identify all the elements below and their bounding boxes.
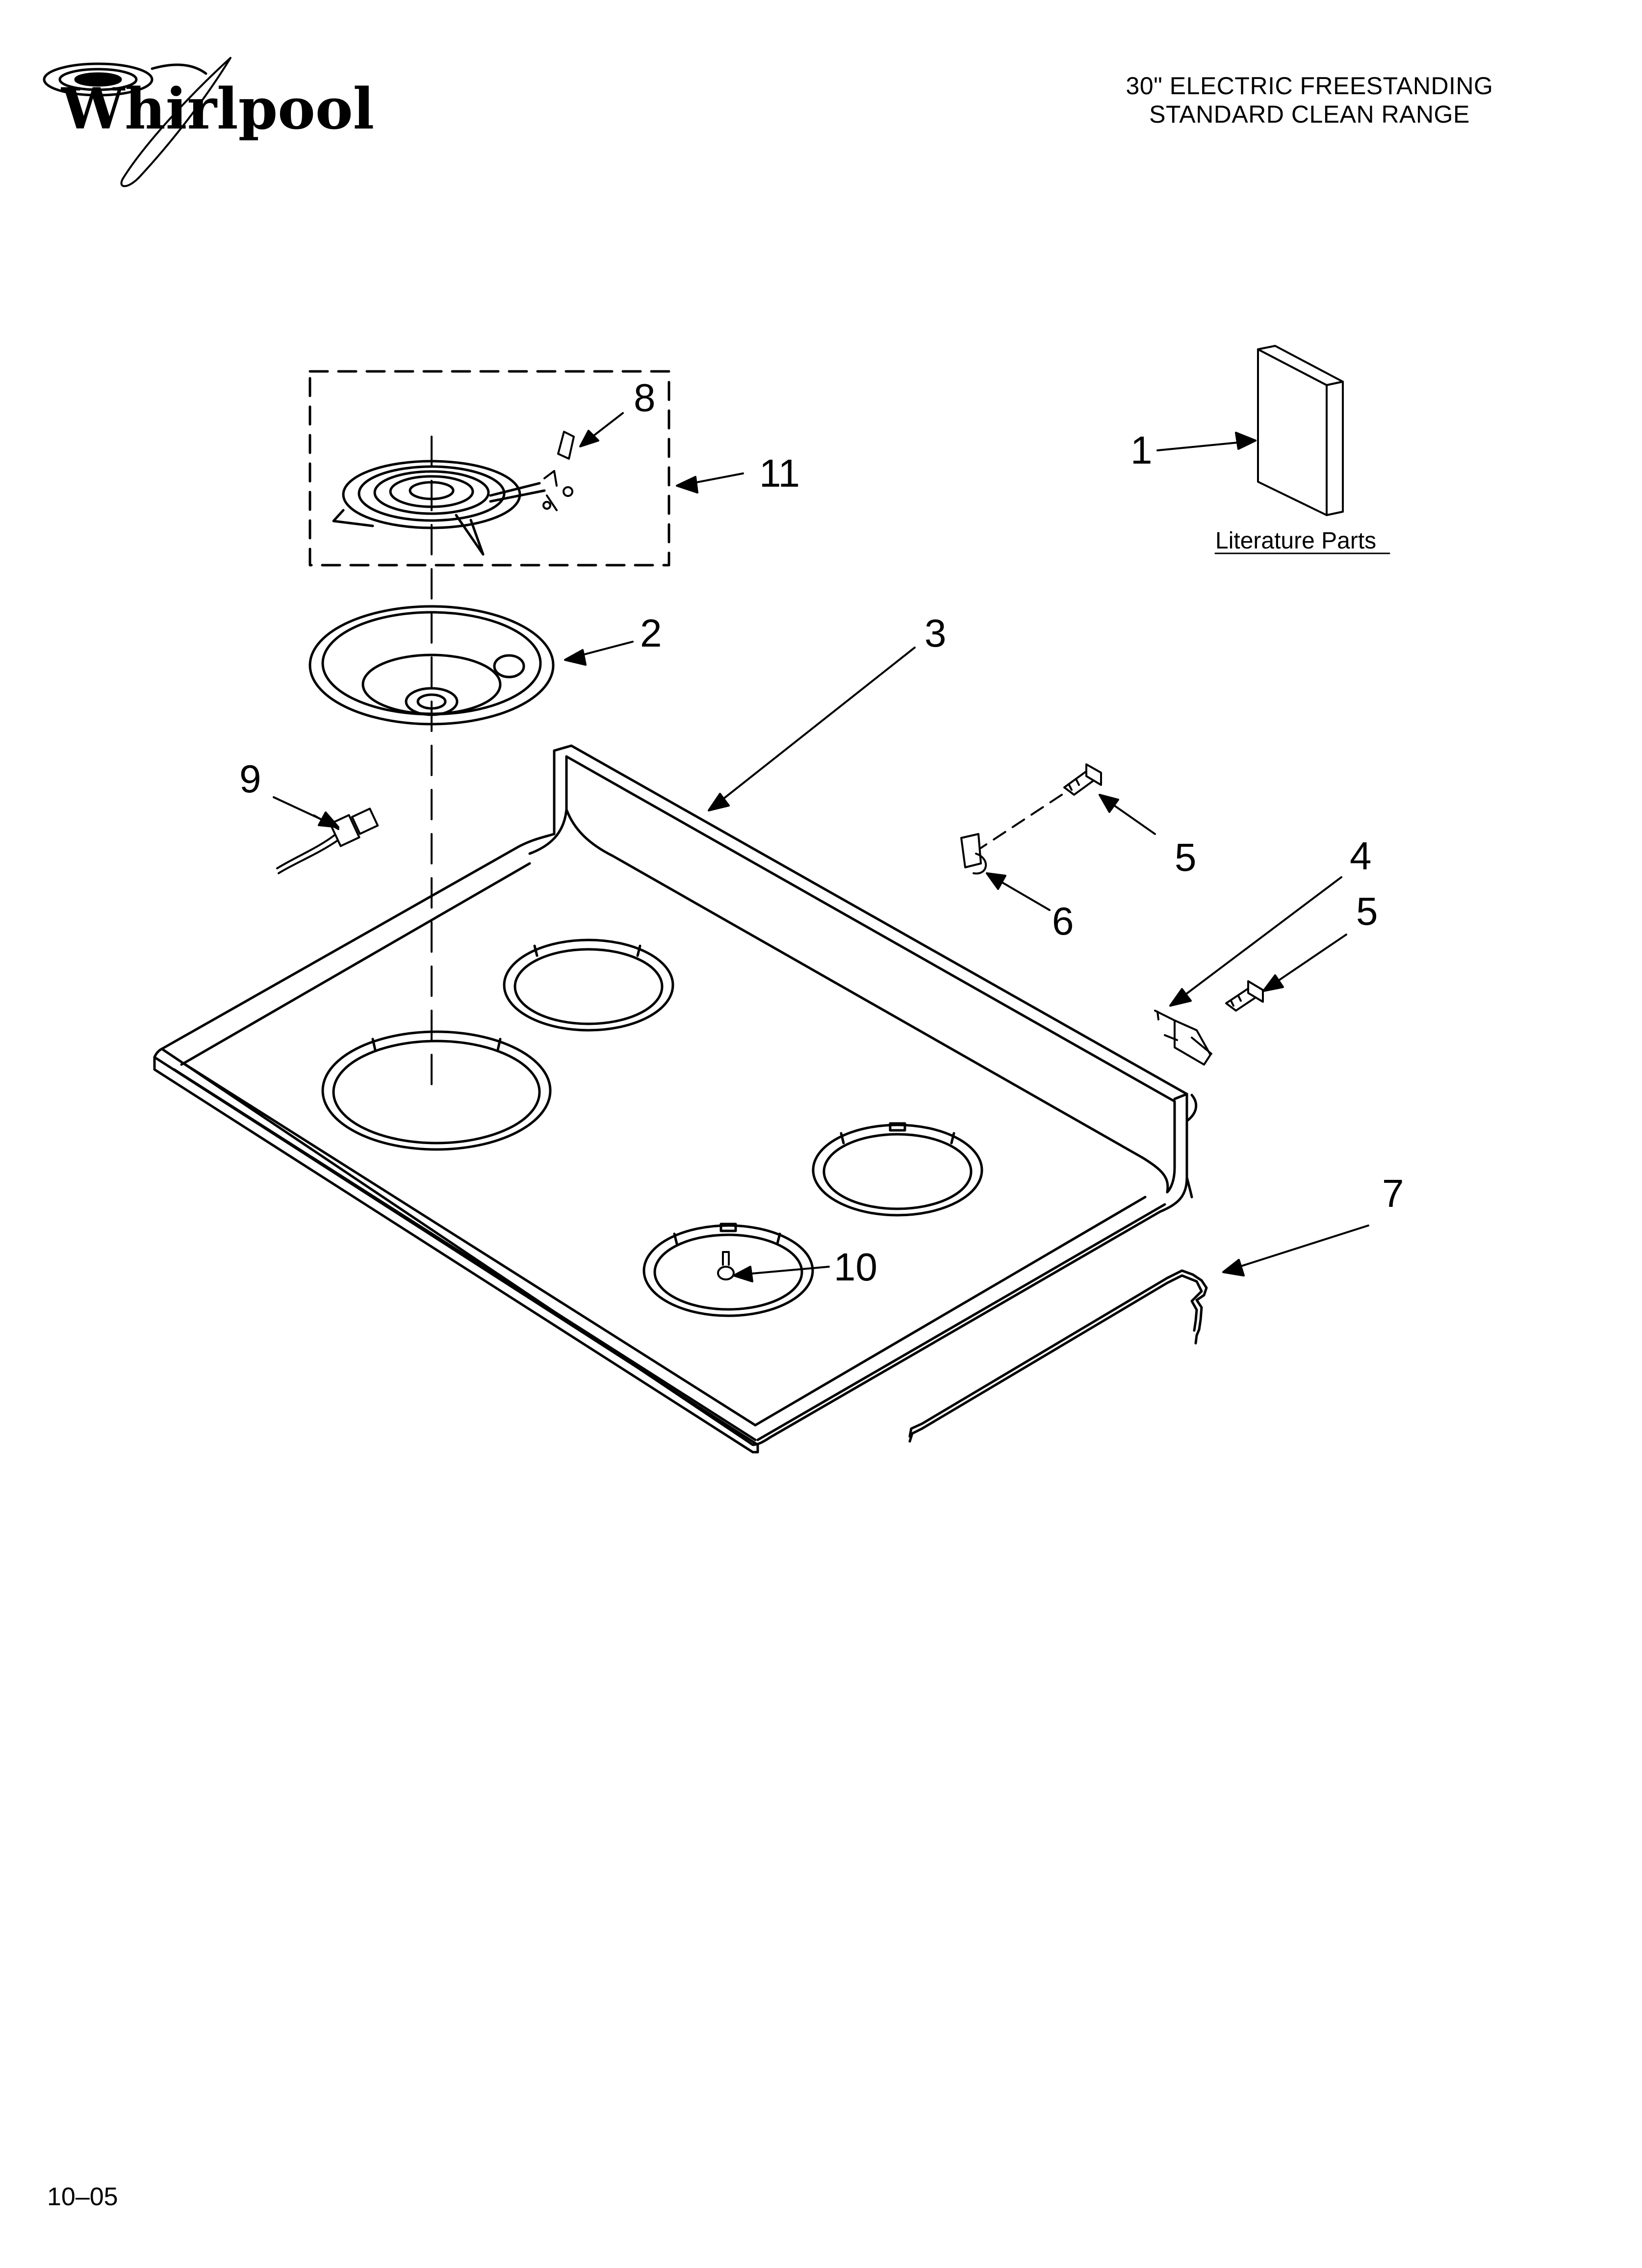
arrowhead-10 xyxy=(733,1266,753,1282)
element-kit-dashed-box xyxy=(308,370,670,567)
leader-3 xyxy=(715,647,916,806)
logo-swirl-icon xyxy=(43,62,207,97)
revision-code: 10–05 xyxy=(47,2183,118,2211)
arrowhead-4 xyxy=(1169,988,1192,1007)
arrowhead-11 xyxy=(676,476,698,494)
arrowhead-7 xyxy=(1222,1259,1245,1277)
leader-5b xyxy=(1269,934,1347,987)
screw-alignment-line xyxy=(975,794,1063,852)
terminal-block-icon xyxy=(542,431,575,511)
brand-wordmark: Whirlpool xyxy=(60,76,374,142)
burner-opening-left-rear xyxy=(503,938,674,1032)
callout-1: 1 xyxy=(1130,428,1153,472)
callout-8: 8 xyxy=(634,376,656,419)
callout-9: 9 xyxy=(239,757,261,801)
arrowhead-9 xyxy=(318,811,339,828)
support-rod xyxy=(908,1269,1208,1443)
literature-parts-book xyxy=(1257,345,1344,516)
arrowhead-5b xyxy=(1262,974,1284,992)
callout-5a: 5 xyxy=(1175,835,1197,879)
maintop-cooktop xyxy=(153,744,1198,1454)
surface-element-coil xyxy=(332,460,546,556)
callout-6: 6 xyxy=(1052,899,1074,943)
title-line-1: 30" ELECTRIC FREESTANDING xyxy=(1126,72,1493,100)
page-title: 30" ELECTRIC FREESTANDING STANDARD CLEAN… xyxy=(1040,72,1579,129)
arrowhead-8 xyxy=(579,430,599,447)
arrowhead-6 xyxy=(986,872,1006,890)
callout-11: 11 xyxy=(759,451,800,495)
literature-parts-label: Literature Parts xyxy=(1215,528,1376,554)
mounting-screw-lower-icon xyxy=(1225,980,1264,1012)
leader-7 xyxy=(1229,1225,1369,1271)
title-line-2: STANDARD CLEAN RANGE xyxy=(1149,101,1470,128)
callout-7: 7 xyxy=(1382,1172,1404,1215)
mounting-bracket-icon xyxy=(1154,1010,1212,1066)
arrowhead-2 xyxy=(564,649,587,666)
leader-9 xyxy=(273,796,331,824)
burner-openings xyxy=(321,938,983,1317)
callout-5b: 5 xyxy=(1356,889,1378,933)
mounting-screw-upper-icon xyxy=(1063,763,1102,796)
callout-10: 10 xyxy=(834,1245,877,1289)
burner-opening-left-front xyxy=(321,1030,552,1151)
arrowhead-3 xyxy=(708,793,730,811)
retaining-clip-icon xyxy=(960,833,987,875)
arrowhead-5a xyxy=(1099,794,1119,813)
callout-3: 3 xyxy=(924,611,947,655)
arrowhead-1 xyxy=(1235,432,1257,450)
terminal-wire-connector xyxy=(276,808,379,874)
leader-10 xyxy=(740,1266,830,1276)
callout-4: 4 xyxy=(1350,834,1372,878)
whirlpool-logo: Whirlpool xyxy=(43,57,374,187)
burner-opening-right-front xyxy=(642,1223,814,1317)
callout-2: 2 xyxy=(640,611,662,655)
burner-opening-right-rear xyxy=(812,1122,983,1217)
leader-4 xyxy=(1176,876,1342,1002)
leader-1 xyxy=(1156,441,1249,451)
element-screw-icon xyxy=(717,1251,735,1280)
logo-flourish xyxy=(120,57,231,187)
